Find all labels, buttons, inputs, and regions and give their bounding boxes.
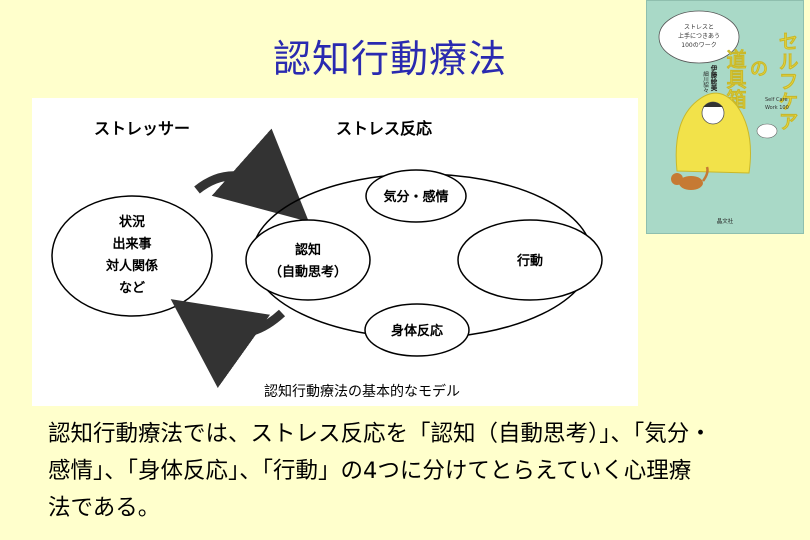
stressor-line: 出来事 xyxy=(112,236,151,252)
book-subtitle: Self Care xyxy=(765,97,788,103)
book-subtitle: Work 100 xyxy=(765,105,789,111)
page-title: 認知行動療法 xyxy=(272,37,507,81)
book-title-1: セルフケア xyxy=(775,31,799,131)
mood-label: 気分・感情 xyxy=(383,189,448,205)
behavior-label: 行動 xyxy=(516,253,543,269)
response-header: ストレス反応 xyxy=(336,119,432,138)
explanation-text: 認知行動療法では、ストレス反応を「認知（自動思考）」、「気分・ 感情」、「身体反… xyxy=(48,416,788,527)
arrow-to-cognition xyxy=(194,128,309,222)
cognition-label: 認知 xyxy=(295,242,321,258)
brown-cat-head xyxy=(671,173,683,185)
cbt-model-diagram: ストレッサー ストレス反応 状況 出来事 対人関係 など 認知 （自動思考） 気… xyxy=(32,98,638,406)
explanation-line: 法である。 xyxy=(48,495,161,521)
book-publisher: 晶文社 xyxy=(717,217,734,225)
stressor-header: ストレッサー xyxy=(94,119,190,138)
book-author: 伊藤絵美 xyxy=(709,64,718,93)
book-title-2: 道具箱 xyxy=(723,48,747,110)
stressor-line: など xyxy=(119,281,145,296)
behavior-ellipse xyxy=(457,219,603,301)
body-label: 身体反応 xyxy=(391,323,443,339)
brown-cat-body xyxy=(679,176,703,190)
cognition-ellipse xyxy=(245,219,371,301)
bubble-line: ストレスと xyxy=(684,24,714,31)
diagram-caption: 認知行動療法の基本的なモデル xyxy=(264,383,460,400)
child-hair xyxy=(703,102,723,107)
arrow-to-stressor xyxy=(170,299,286,388)
cognition-sublabel: （自動思考） xyxy=(269,264,347,280)
blanket-figure xyxy=(675,92,751,174)
book-cover-image: ストレスと 上手につきあう 100のワーク セルフケア の 道具箱 伊藤絵美 細… xyxy=(646,0,804,234)
stressor-ellipse xyxy=(51,195,213,317)
bubble-line: 上手につきあう xyxy=(678,32,720,40)
white-cat xyxy=(756,123,778,139)
brown-cat-tail xyxy=(701,166,709,182)
explanation-line: 認知行動療法では、ストレス反応を「認知（自動思考）」、「気分・ xyxy=(48,421,712,447)
book-illustrator: 細川貂々 xyxy=(702,70,709,94)
stressor-line: 状況 xyxy=(119,214,145,230)
mood-ellipse xyxy=(365,169,467,223)
speech-bubble xyxy=(658,10,740,64)
body-ellipse xyxy=(364,303,470,357)
bubble-line: 100のワーク xyxy=(681,42,716,49)
stressor-line: 対人関係 xyxy=(105,258,158,274)
book-title-no: の xyxy=(750,59,768,80)
explanation-line: 感情」、「身体反応」、「行動」の4つに分けてとらえていく心理療 xyxy=(48,458,692,484)
